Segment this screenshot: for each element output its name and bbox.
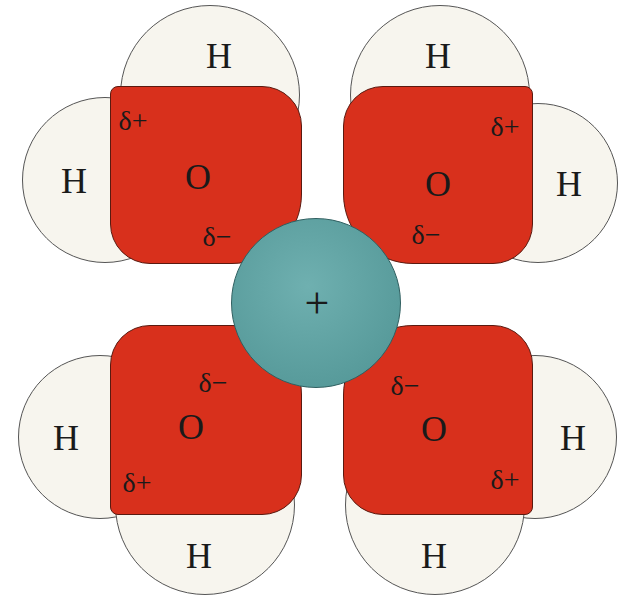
partial-charge: δ− (412, 221, 441, 249)
atom-symbol: H (53, 420, 79, 456)
atom-symbol: O (421, 411, 447, 447)
partial-charge: δ− (391, 372, 420, 400)
atom-symbol: H (421, 538, 447, 574)
atom-symbol: H (61, 163, 87, 199)
atom-symbol: H (425, 38, 451, 74)
partial-charge: δ+ (491, 466, 520, 494)
partial-charge: δ+ (119, 107, 148, 135)
atom-symbol: H (560, 420, 586, 456)
atom-symbol: H (186, 538, 212, 574)
atom-symbol: O (185, 159, 211, 195)
oxygen-lobe: δ+ Oδ− (343, 86, 533, 264)
atom-symbol: O (178, 409, 204, 445)
partial-charge: δ+ (491, 113, 520, 141)
atom-symbol: H (556, 166, 582, 202)
partial-charge: δ+ (123, 469, 152, 497)
charge-sign: + (305, 282, 330, 326)
atom-symbol: O (425, 166, 451, 202)
cation-circle: + (231, 218, 401, 388)
partial-charge: δ− (199, 369, 228, 397)
atom-symbol: H (206, 38, 232, 74)
partial-charge: δ− (203, 223, 232, 251)
